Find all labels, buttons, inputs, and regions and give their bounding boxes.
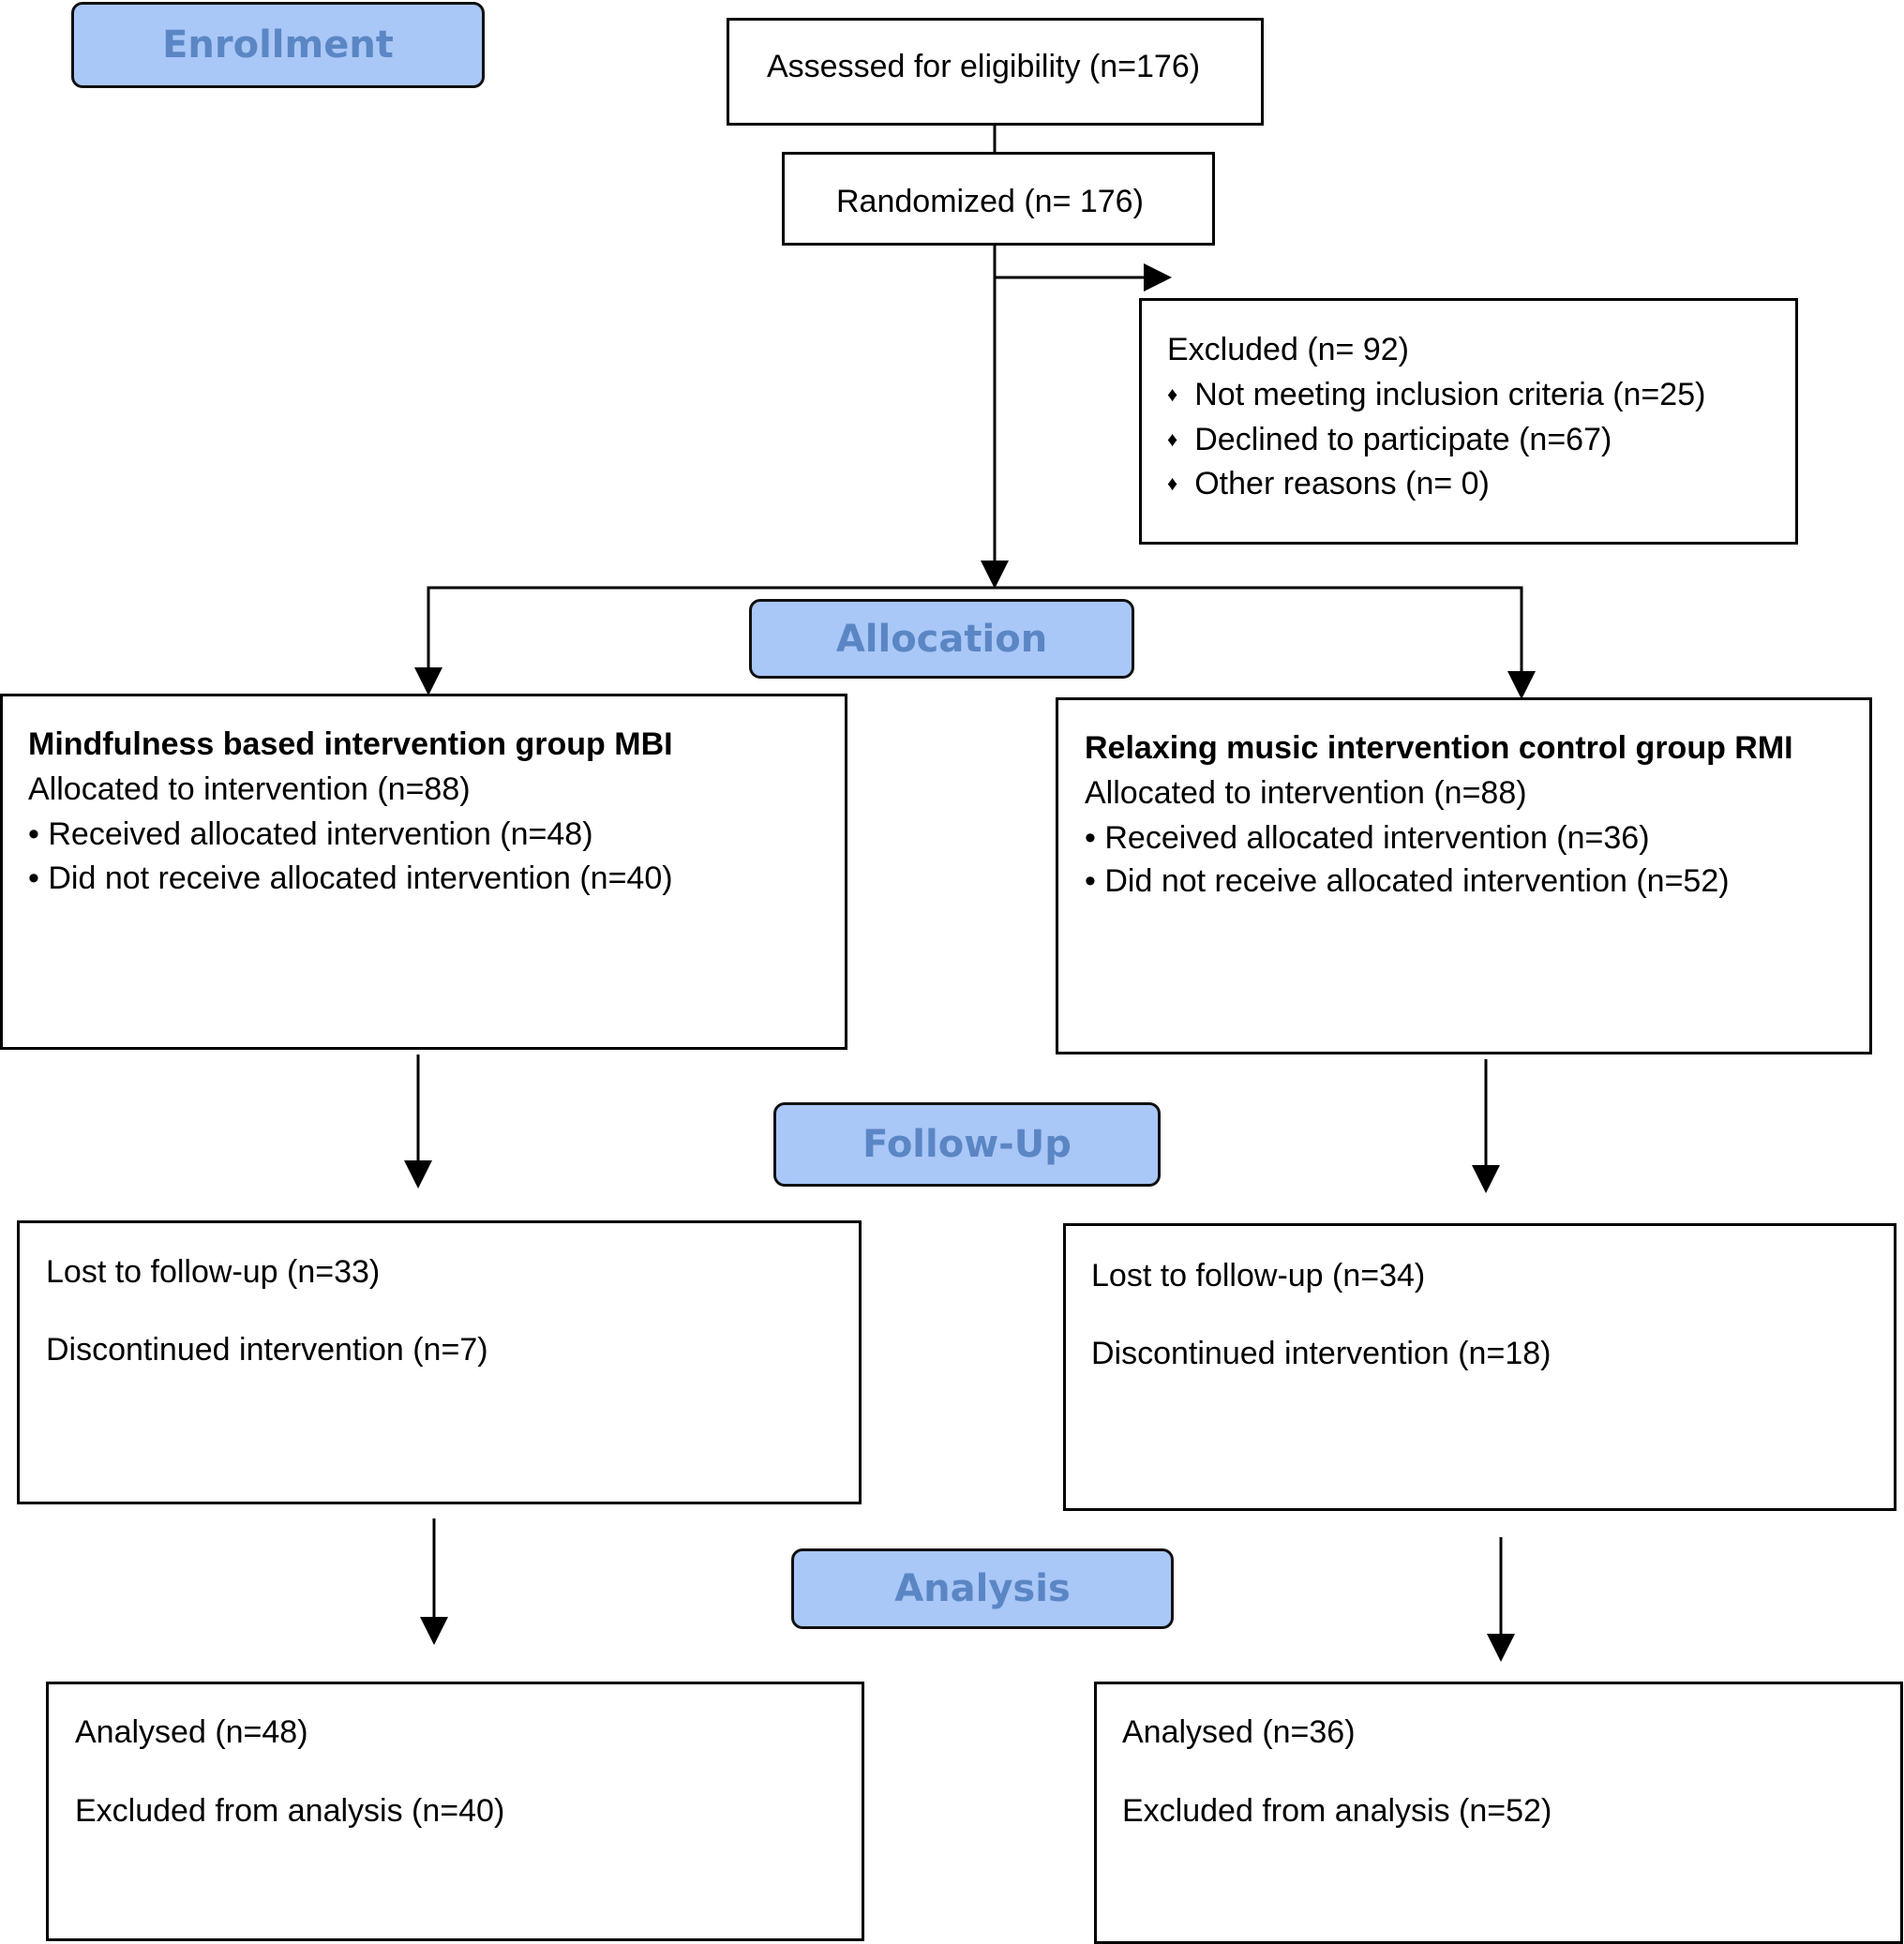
stage-follow-up: Follow-Up	[773, 1102, 1161, 1187]
excluded-item: ♦ Not meeting inclusion criteria (n=25)	[1167, 379, 1705, 411]
rmi-excluded-analysis: Excluded from analysis (n=52)	[1122, 1793, 1552, 1829]
excluded-item-label: Not meeting inclusion criteria (n=25)	[1194, 377, 1706, 412]
rmi-analysis-box: Analysed (n=36) Excluded from analysis (…	[1094, 1682, 1903, 1944]
diamond-bullet-icon: ♦	[1167, 471, 1178, 495]
mbi-analysed: Analysed (n=48)	[75, 1714, 308, 1750]
rmi-allocation-box: Relaxing music intervention control grou…	[1056, 697, 1872, 1054]
excluded-item-label: Other reasons (n= 0)	[1194, 466, 1490, 501]
mbi-allocation-box: Mindfulness based intervention group MBI…	[0, 694, 847, 1050]
rmi-not-received: • Did not receive allocated intervention…	[1085, 863, 1730, 899]
stage-allocation: Allocation	[749, 599, 1134, 679]
mbi-follow-up-box: Lost to follow-up (n=33) Discontinued in…	[17, 1220, 862, 1504]
assessed-text: Assessed for eligibility (n=176)	[767, 49, 1201, 84]
connector-allocation-branch	[427, 586, 1523, 692]
rmi-lost: Lost to follow-up (n=34)	[1091, 1258, 1426, 1294]
mbi-analysis-box: Analysed (n=48) Excluded from analysis (…	[46, 1682, 864, 1941]
mbi-allocated: Allocated to intervention (n=88)	[28, 771, 471, 807]
rmi-follow-up-box: Lost to follow-up (n=34) Discontinued in…	[1063, 1223, 1897, 1511]
rmi-title: Relaxing music intervention control grou…	[1085, 730, 1793, 766]
mbi-discontinued: Discontinued intervention (n=7)	[46, 1332, 488, 1368]
excluded-item-label: Declined to participate (n=67)	[1194, 422, 1612, 457]
excluded-title: Excluded (n= 92)	[1167, 332, 1409, 367]
rmi-allocated: Allocated to intervention (n=88)	[1085, 775, 1527, 811]
diamond-bullet-icon: ♦	[1167, 382, 1178, 406]
randomized-text: Randomized (n= 176)	[836, 184, 1144, 219]
mbi-not-received: • Did not receive allocated intervention…	[28, 860, 673, 896]
rmi-received: • Received allocated intervention (n=36)	[1085, 820, 1650, 856]
rmi-analysed: Analysed (n=36)	[1122, 1714, 1356, 1750]
mbi-received: • Received allocated intervention (n=48)	[28, 816, 593, 852]
rmi-discontinued: Discontinued intervention (n=18)	[1091, 1336, 1552, 1371]
excluded-item: ♦ Declined to participate (n=67)	[1167, 424, 1612, 456]
mbi-title: Mindfulness based intervention group MBI	[28, 726, 673, 762]
stage-analysis: Analysis	[791, 1548, 1174, 1629]
stage-enrollment: Enrollment	[71, 2, 485, 88]
excluded-item: ♦ Other reasons (n= 0)	[1167, 468, 1490, 500]
mbi-lost: Lost to follow-up (n=33)	[46, 1254, 381, 1290]
assessed-box: Assessed for eligibility (n=176)	[727, 18, 1264, 126]
mbi-excluded-analysis: Excluded from analysis (n=40)	[75, 1793, 505, 1829]
diamond-bullet-icon: ♦	[1167, 427, 1178, 451]
randomized-box: Randomized (n= 176)	[782, 152, 1215, 246]
excluded-box: Excluded (n= 92) ♦ Not meeting inclusion …	[1139, 298, 1798, 545]
